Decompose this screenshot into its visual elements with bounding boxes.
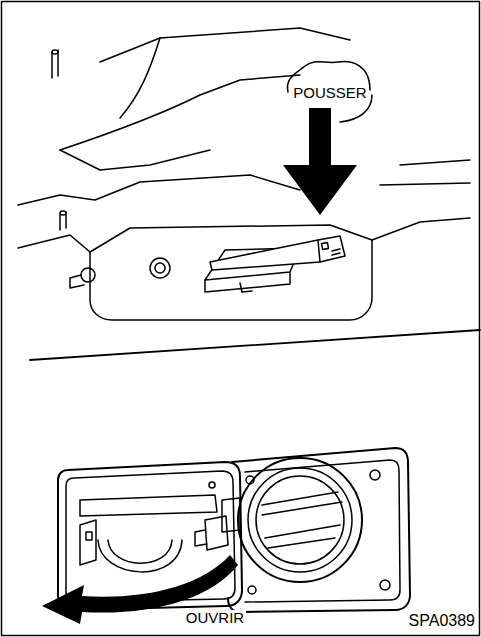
- text-label: POUSSER: [291, 85, 368, 102]
- text-label: SPA0389: [407, 612, 477, 630]
- text-label: OUVRIR: [184, 610, 246, 627]
- filler-housing: [222, 448, 410, 612]
- floor-console: [18, 28, 480, 360]
- fuel-door: [58, 462, 242, 610]
- push-arrow: [283, 108, 357, 215]
